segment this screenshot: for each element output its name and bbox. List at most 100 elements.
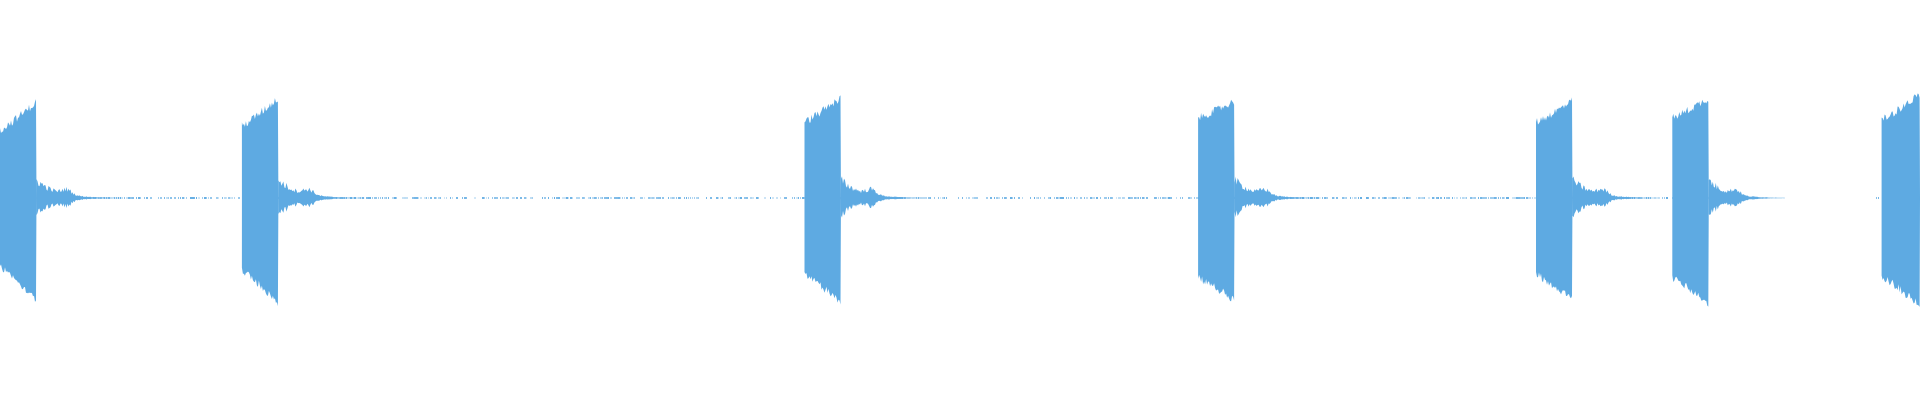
baseline-sample bbox=[554, 197, 555, 199]
baseline-sample bbox=[1100, 197, 1101, 199]
baseline-sample bbox=[1406, 197, 1408, 199]
baseline-sample bbox=[990, 197, 992, 199]
baseline-sample bbox=[1076, 197, 1078, 199]
baseline-sample bbox=[434, 197, 436, 199]
baseline-sample bbox=[598, 197, 599, 199]
baseline-sample bbox=[962, 197, 963, 199]
baseline-sample bbox=[1322, 197, 1323, 199]
baseline-sample bbox=[196, 197, 197, 199]
baseline-sample bbox=[1474, 197, 1476, 199]
baseline-sample bbox=[570, 197, 572, 199]
baseline-sample bbox=[436, 197, 437, 199]
baseline-sample bbox=[1438, 197, 1439, 199]
baseline-sample bbox=[640, 197, 642, 199]
baseline-sample bbox=[548, 197, 549, 199]
baseline-sample bbox=[1494, 197, 1496, 199]
baseline-sample bbox=[184, 197, 185, 199]
baseline-sample bbox=[204, 197, 206, 199]
baseline-sample bbox=[1018, 197, 1020, 199]
baseline-sample bbox=[776, 197, 778, 199]
baseline-sample bbox=[494, 197, 496, 199]
baseline-sample bbox=[1456, 197, 1458, 199]
baseline-sample bbox=[496, 197, 498, 199]
baseline-sample bbox=[1056, 197, 1058, 199]
baseline-sample bbox=[620, 197, 621, 199]
baseline-sample bbox=[734, 197, 736, 199]
baseline-sample bbox=[1506, 197, 1508, 199]
baseline-sample bbox=[1332, 197, 1334, 199]
baseline-sample bbox=[1138, 197, 1139, 199]
baseline-sample bbox=[1488, 197, 1489, 199]
baseline-sample bbox=[998, 197, 1000, 199]
baseline-sample bbox=[596, 197, 597, 199]
baseline-sample bbox=[1060, 197, 1062, 199]
baseline-sample bbox=[1160, 197, 1161, 199]
baseline-sample bbox=[750, 197, 752, 199]
baseline-sample bbox=[772, 197, 774, 199]
baseline-sample bbox=[1168, 197, 1170, 199]
baseline-sample bbox=[198, 197, 200, 199]
waveform-burst bbox=[241, 98, 365, 307]
baseline-sample bbox=[1490, 197, 1492, 199]
baseline-sample bbox=[668, 197, 669, 199]
baseline-sample bbox=[1432, 197, 1434, 199]
baseline-sample bbox=[624, 197, 625, 199]
burst-body bbox=[241, 98, 279, 307]
baseline-sample bbox=[456, 197, 458, 199]
baseline-sample bbox=[416, 197, 418, 199]
baseline-sample bbox=[802, 197, 804, 199]
baseline-sample bbox=[716, 197, 718, 199]
baseline-sample bbox=[136, 197, 137, 199]
baseline-sample bbox=[166, 197, 168, 199]
baseline-sample bbox=[648, 197, 650, 199]
baseline-sample bbox=[738, 197, 740, 199]
baseline-sample bbox=[526, 197, 527, 199]
baseline-sample bbox=[1534, 197, 1536, 199]
baseline-sample bbox=[194, 197, 195, 199]
baseline-sample bbox=[626, 197, 628, 199]
baseline-sample bbox=[1518, 197, 1520, 199]
baseline-sample bbox=[1532, 197, 1533, 199]
baseline-sample bbox=[1182, 197, 1183, 199]
baseline-sample bbox=[1392, 197, 1394, 199]
baseline-sample bbox=[1142, 197, 1144, 199]
baseline-sample bbox=[600, 197, 602, 199]
baseline-sample bbox=[394, 197, 396, 199]
baseline-sample bbox=[792, 197, 793, 199]
baseline-sample bbox=[1404, 197, 1405, 199]
baseline-sample bbox=[524, 197, 526, 199]
baseline-sample bbox=[654, 197, 655, 199]
baseline-sample bbox=[138, 197, 140, 199]
baseline-sample bbox=[1422, 197, 1424, 199]
burst-tail bbox=[278, 180, 365, 214]
baseline-sample bbox=[1006, 197, 1007, 199]
baseline-sample bbox=[132, 197, 134, 199]
baseline-sample bbox=[1460, 197, 1461, 199]
baseline-sample bbox=[608, 197, 609, 199]
baseline-sample bbox=[594, 197, 596, 199]
baseline-sample bbox=[1334, 197, 1335, 199]
burst-body bbox=[1881, 93, 1920, 307]
baseline-sample bbox=[1128, 197, 1130, 199]
baseline-sample bbox=[418, 197, 419, 199]
baseline-sample bbox=[1080, 197, 1082, 199]
baseline-sample bbox=[1402, 197, 1404, 199]
baseline-sample bbox=[430, 197, 432, 199]
baseline-sample bbox=[986, 197, 988, 199]
baseline-sample bbox=[1062, 197, 1064, 199]
baseline-sample bbox=[1074, 197, 1075, 199]
baseline-sample bbox=[1472, 197, 1474, 199]
baseline-sample bbox=[520, 197, 522, 199]
baseline-sample bbox=[1382, 197, 1384, 199]
baseline-sample bbox=[1038, 197, 1039, 199]
baseline-sample bbox=[652, 197, 654, 199]
baseline-sample bbox=[1044, 197, 1045, 199]
burst-body bbox=[804, 95, 841, 305]
burst-body bbox=[1672, 99, 1709, 307]
waveform-burst bbox=[1198, 99, 1321, 302]
baseline-sample bbox=[566, 197, 568, 199]
baseline-sample bbox=[928, 197, 930, 199]
baseline-sample bbox=[552, 197, 553, 199]
